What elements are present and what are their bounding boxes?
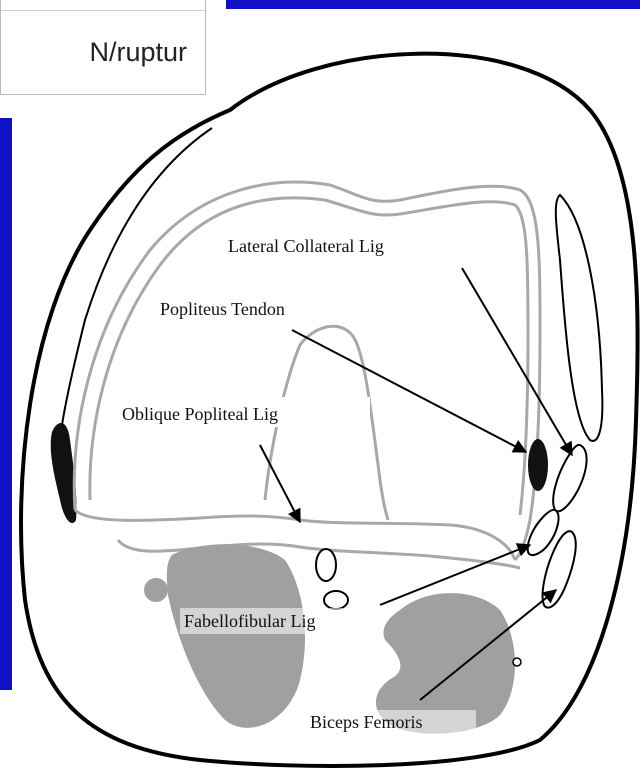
posterior-capsule-line <box>75 510 515 560</box>
table-row-divider <box>1 10 207 11</box>
label-popliteus-tendon: Popliteus Tendon <box>160 299 285 319</box>
lateral-collateral-shape <box>553 445 586 511</box>
iliotibial-band-shape <box>556 195 603 441</box>
small-vessel-dot <box>513 658 521 666</box>
popliteus-tendon-arrow <box>292 330 526 452</box>
label-biceps-femoris: Biceps Femoris <box>310 712 423 732</box>
label-lateral-collateral-lig: Lateral Collateral Lig <box>228 236 384 256</box>
small-gray-node <box>144 578 168 602</box>
table-cell-text: N/ruptur <box>89 37 187 68</box>
popliteus-tendon-shape <box>528 439 548 491</box>
medial-gastrocnemius-mass <box>167 544 305 728</box>
table-cell-fragment: N/ruptur <box>0 0 206 95</box>
label-fabellofibular-lig: Fabellofibular Lig <box>184 611 315 631</box>
left-dark-structure <box>51 423 77 523</box>
popliteal-vessel-upper <box>316 549 336 581</box>
popliteal-vessel-lower <box>324 591 348 609</box>
label-oblique-popliteal-lig: Oblique Popliteal Lig <box>122 404 278 424</box>
